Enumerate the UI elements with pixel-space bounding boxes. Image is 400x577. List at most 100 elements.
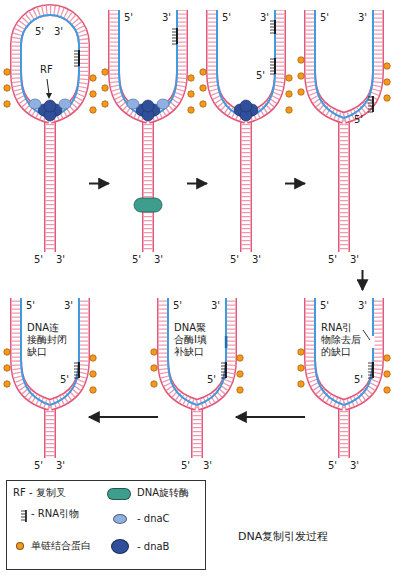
- primer-tick: [21, 514, 26, 515]
- primer-tick: [368, 100, 373, 101]
- dna-duplex: [114, 10, 148, 118]
- step-arrow: [187, 183, 207, 185]
- primer-strand: [225, 362, 227, 378]
- legend-swatch: [16, 542, 24, 550]
- strand-gap: [372, 336, 375, 348]
- dnaB-subunit: [44, 100, 56, 112]
- primer-tick: [221, 378, 226, 379]
- ssb-protein: [298, 57, 304, 63]
- ssb-protein: [90, 107, 96, 113]
- ssb-protein: [90, 355, 96, 361]
- base-pair-rungs: [344, 10, 378, 118]
- primer-tick: [368, 363, 373, 364]
- strand-end-label: 3': [350, 254, 359, 266]
- base-pair-rungs: [340, 403, 349, 458]
- strand-end-label: 3': [252, 254, 261, 266]
- ssb-protein: [200, 69, 206, 75]
- strand-end-label: 3': [54, 26, 63, 38]
- duplex-interior: [246, 10, 280, 118]
- primer-tick: [21, 520, 26, 521]
- dna-duplex: [338, 403, 350, 458]
- strand-end-label: 3': [203, 460, 212, 472]
- primer-tick: [74, 366, 79, 367]
- ssb-protein: [286, 75, 292, 81]
- dna-duplex: [16, 10, 84, 118]
- primer-tick: [74, 66, 79, 67]
- strand-end-label: 3': [64, 300, 73, 312]
- legend-label: RF - 复制叉: [13, 487, 66, 499]
- rna-primer: [368, 96, 373, 112]
- dnaB-helicase: [234, 100, 258, 121]
- strand-end-label: 5': [34, 254, 43, 266]
- ssb-protein: [384, 95, 390, 101]
- ssb-protein: [298, 73, 304, 79]
- strand-end-label: 3': [154, 254, 163, 266]
- dna-duplex: [246, 10, 280, 118]
- primer-strand: [78, 362, 80, 378]
- primer-tick: [21, 511, 26, 512]
- ssb-protein: [90, 91, 96, 97]
- primer-tick: [74, 51, 79, 52]
- primer-tick: [270, 62, 275, 63]
- strand-end-label: 5': [181, 460, 190, 472]
- ssb-protein: [90, 371, 96, 377]
- ssb-protein: [4, 365, 10, 371]
- duplex-interior: [16, 10, 84, 118]
- legend-swatch: [113, 514, 127, 524]
- primer-tick: [270, 30, 275, 31]
- replication-fork: [151, 298, 243, 458]
- rna-primer: [74, 362, 79, 378]
- ssb-protein: [4, 85, 10, 91]
- primer-tick: [270, 71, 275, 72]
- replication-fork: [102, 10, 194, 252]
- legend-box: RF - 复制叉- RNA引物单链结合蛋白DNA旋转酶- dnaC- dnaB: [6, 480, 206, 570]
- filled-gap: [225, 336, 228, 348]
- strand-end-label: 5': [320, 300, 329, 312]
- primer-tick: [74, 372, 79, 373]
- strand-end-label: 3': [260, 12, 269, 24]
- replication-fork: [200, 10, 292, 252]
- primer-strand: [372, 362, 374, 378]
- base-pair-rungs: [148, 10, 182, 118]
- strand-end-label: 3': [358, 300, 367, 312]
- step-panel: 5'3'5'3': [111, 4, 185, 268]
- primer-tick: [74, 54, 79, 55]
- ssb-protein: [298, 381, 304, 387]
- replication-fork: [4, 10, 96, 252]
- base-pair-rungs: [193, 403, 202, 458]
- duplex-interior: [144, 116, 153, 252]
- primer-tick: [172, 41, 177, 42]
- ssb-protein: [200, 85, 206, 91]
- base-pair-rungs: [46, 403, 55, 458]
- duplex-interior: [114, 10, 148, 118]
- primer-tick: [74, 378, 79, 379]
- primer-tick: [368, 112, 373, 113]
- primer-tick: [21, 517, 26, 518]
- primer-tick: [74, 60, 79, 61]
- step-arrow: [362, 270, 364, 290]
- primer-tick: [74, 375, 79, 376]
- dnaC-protein: [59, 99, 71, 109]
- dna-duplex: [310, 10, 344, 118]
- strand-end-label: 3': [56, 460, 65, 472]
- legend-swatch: [111, 539, 129, 554]
- strand-end-label: 5': [328, 460, 337, 472]
- step-label: DNA连接酶封闭缺口: [27, 322, 67, 358]
- ssb-protein: [384, 63, 390, 69]
- ssb-protein: [298, 89, 304, 95]
- ssb-protein: [237, 355, 243, 361]
- rna-primer: [270, 58, 275, 74]
- legend-label: - RNA引物: [31, 508, 79, 520]
- legend-label: - dnaB: [137, 541, 169, 553]
- fork-label: RF: [40, 64, 53, 76]
- primer-tick: [172, 44, 177, 45]
- primer-tick: [368, 378, 373, 379]
- ssb-protein: [151, 349, 157, 355]
- ssb-protein: [188, 107, 194, 113]
- primer-tick: [172, 29, 177, 30]
- primer-tick: [368, 369, 373, 370]
- strand-end-label: 5': [26, 300, 35, 312]
- strand-end-label: 5': [173, 300, 182, 312]
- strand-end-label: 5': [328, 254, 337, 266]
